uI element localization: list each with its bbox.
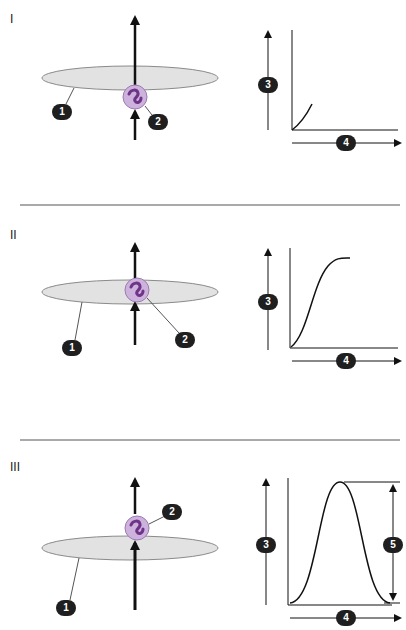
callout-number: 4 — [336, 610, 356, 626]
callout-number: 1 — [62, 340, 82, 356]
panel-one-graph — [268, 30, 400, 143]
panel-numeral: II — [10, 228, 17, 242]
separator — [20, 440, 400, 441]
callout-number: 3 — [258, 294, 278, 310]
panel-three-graph — [266, 478, 400, 618]
callout-number: 2 — [162, 504, 182, 520]
panel-two-graph — [268, 248, 400, 361]
panel-numeral: I — [10, 12, 13, 26]
callout-number: 4 — [336, 353, 356, 369]
callout-number: 1 — [56, 600, 76, 616]
callout-number: 1 — [52, 104, 72, 120]
callout-number: 4 — [336, 135, 356, 151]
callout-number: 3 — [258, 77, 278, 93]
separator — [20, 205, 400, 206]
callout-number: 2 — [175, 332, 195, 348]
callout-number: 3 — [256, 537, 276, 553]
panel-one-figure — [42, 18, 218, 140]
panel-three-figure — [42, 480, 218, 610]
callout-number: 5 — [383, 537, 403, 553]
panel-two-figure — [42, 245, 218, 345]
panel-numeral: III — [10, 460, 20, 474]
callout-number: 2 — [148, 114, 168, 130]
